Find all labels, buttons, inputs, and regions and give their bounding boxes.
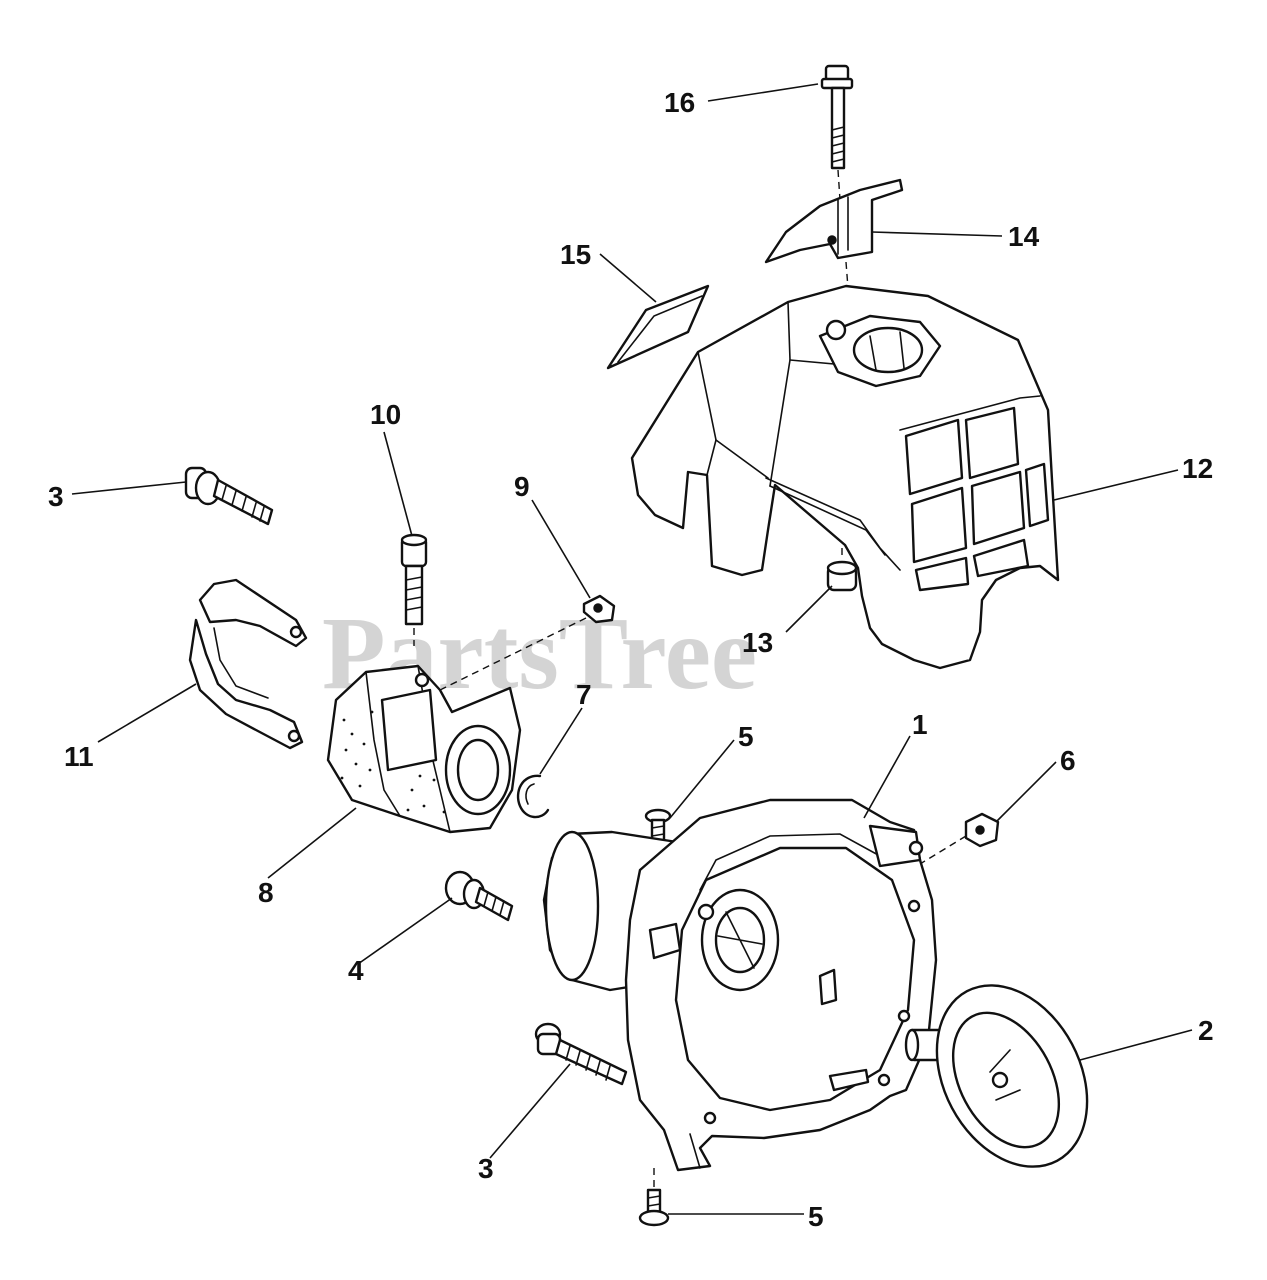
callout-2: 2 [1198, 1015, 1214, 1046]
callout-5-top: 5 [738, 721, 754, 752]
callout-10: 10 [370, 399, 401, 430]
part-5-screw-top [644, 808, 672, 862]
part-8-intake [326, 664, 522, 834]
callout-16: 16 [664, 87, 695, 118]
part-3-screw-top [184, 466, 274, 526]
callout-6: 6 [1060, 745, 1076, 776]
part-9-nut [439, 594, 616, 691]
part-13-spacer [826, 548, 858, 592]
part-7-ring [516, 774, 550, 819]
callout-1: 1 [912, 709, 928, 740]
callout-5-bottom: 5 [808, 1201, 824, 1232]
part-6-nut [919, 812, 1000, 865]
part-14-bracket [764, 178, 904, 289]
part-2-pulley [904, 984, 1089, 1168]
part-4-screw [444, 870, 514, 922]
part-10-screw [400, 533, 428, 646]
part-16-bolt [820, 64, 854, 201]
callout-3-bottom: 3 [478, 1153, 494, 1184]
part-5-screw-bottom [638, 1168, 670, 1227]
leader-lines [71, 83, 1193, 1215]
callout-labels: 16 14 15 12 10 9 3 13 11 7 1 5 6 8 4 2 3… [48, 87, 1214, 1232]
callout-7: 7 [576, 679, 592, 710]
callout-4: 4 [348, 955, 364, 986]
callout-8: 8 [258, 877, 274, 908]
callout-13: 13 [742, 627, 773, 658]
callout-12: 12 [1182, 453, 1213, 484]
callout-3-top: 3 [48, 481, 64, 512]
part-3-screw-bottom [534, 1022, 628, 1086]
part-15-label [606, 284, 710, 370]
callout-9: 9 [514, 471, 530, 502]
callout-14: 14 [1008, 221, 1040, 252]
part-11-clamp [188, 578, 308, 750]
part-12-cover [630, 284, 1060, 670]
callout-15: 15 [560, 239, 591, 270]
part-1-housing [542, 798, 938, 1172]
callout-11: 11 [64, 741, 94, 772]
